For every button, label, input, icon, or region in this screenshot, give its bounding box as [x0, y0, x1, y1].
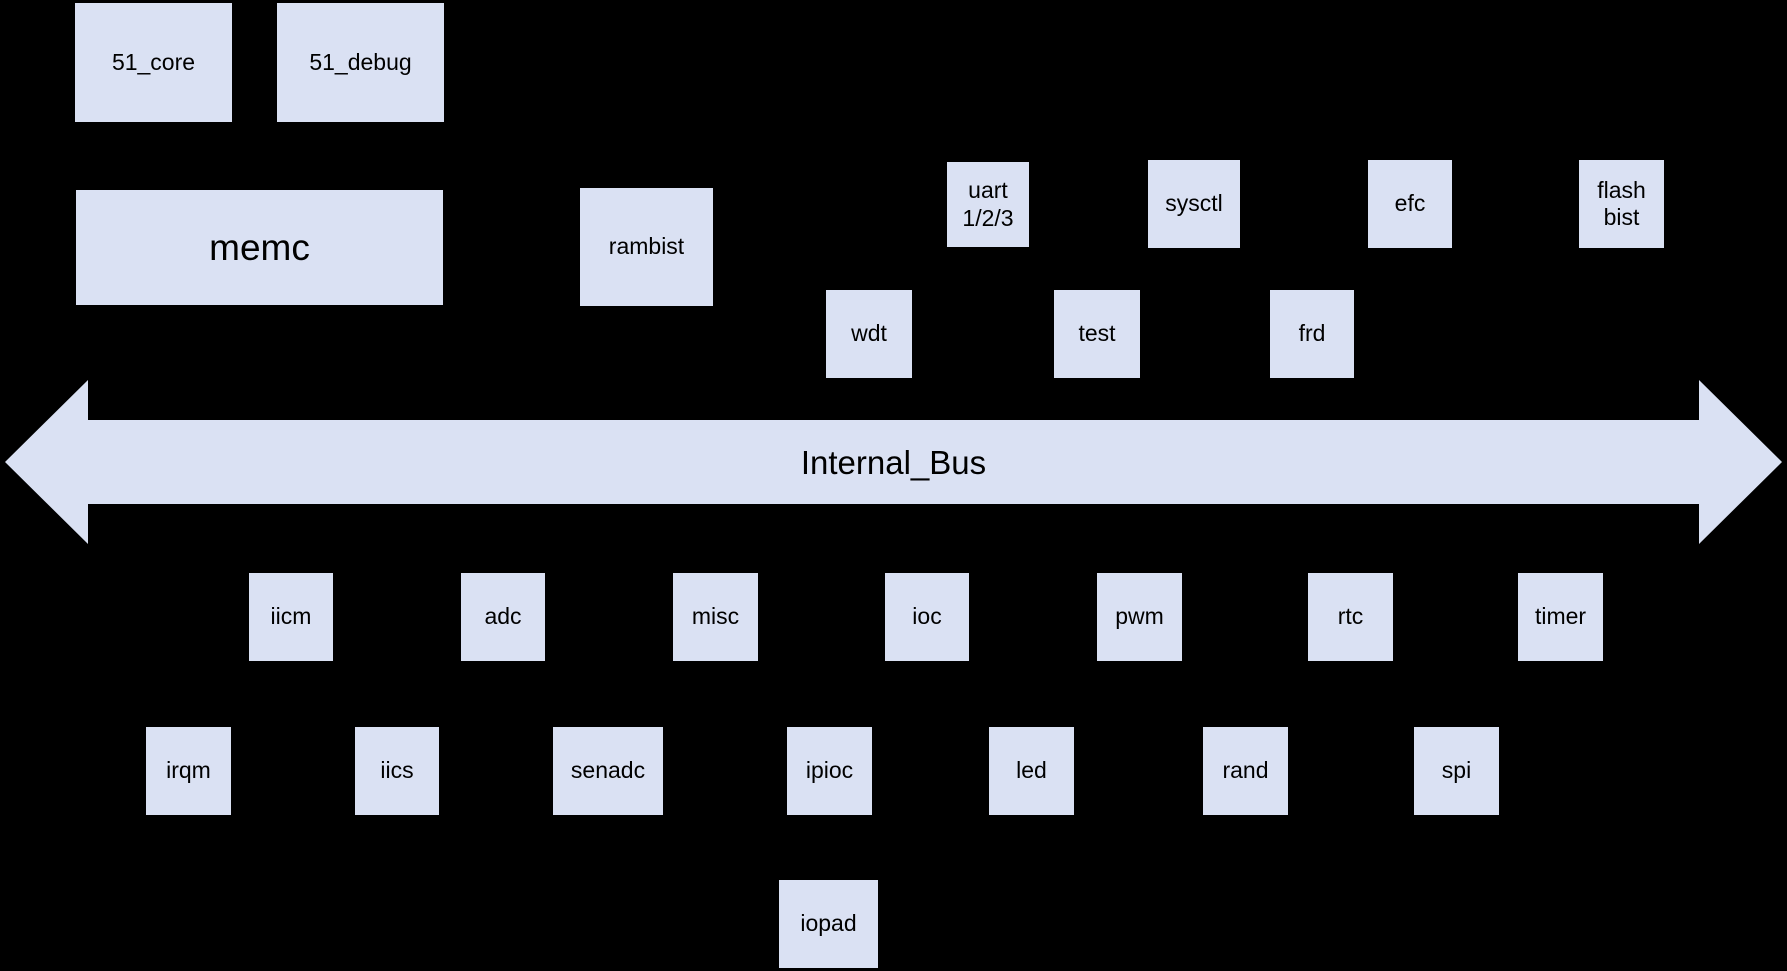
bus-polygon: [5, 380, 1782, 544]
block-memc[interactable]: memc: [76, 190, 443, 305]
block-iicm[interactable]: iicm: [249, 573, 333, 661]
block-pwm[interactable]: pwm: [1097, 573, 1182, 661]
block-iopad[interactable]: iopad: [779, 880, 878, 968]
block-ipioc[interactable]: ipioc: [787, 727, 872, 815]
block-rambist[interactable]: rambist: [580, 188, 713, 306]
block-efc[interactable]: efc: [1368, 160, 1452, 248]
block-spi[interactable]: spi: [1414, 727, 1499, 815]
block-irqm[interactable]: irqm: [146, 727, 231, 815]
block-iics[interactable]: iics: [355, 727, 439, 815]
block-rtc[interactable]: rtc: [1308, 573, 1393, 661]
block-adc[interactable]: adc: [461, 573, 545, 661]
block-rand[interactable]: rand: [1203, 727, 1288, 815]
block-led[interactable]: led: [989, 727, 1074, 815]
block-ioc[interactable]: ioc: [885, 573, 969, 661]
block-51-debug[interactable]: 51_debug: [277, 3, 444, 122]
block-51-core[interactable]: 51_core: [75, 3, 232, 122]
block-test[interactable]: test: [1054, 290, 1140, 378]
internal-bus-arrow[interactable]: [0, 375, 1787, 550]
block-sysctl[interactable]: sysctl: [1148, 160, 1240, 248]
block-timer[interactable]: timer: [1518, 573, 1603, 661]
block-wdt[interactable]: wdt: [826, 290, 912, 378]
block-misc[interactable]: misc: [673, 573, 758, 661]
block-uart-1-2-3[interactable]: uart 1/2/3: [947, 162, 1029, 247]
block-frd[interactable]: frd: [1270, 290, 1354, 378]
block-flash-bist[interactable]: flash bist: [1579, 160, 1664, 248]
block-senadc[interactable]: senadc: [553, 727, 663, 815]
